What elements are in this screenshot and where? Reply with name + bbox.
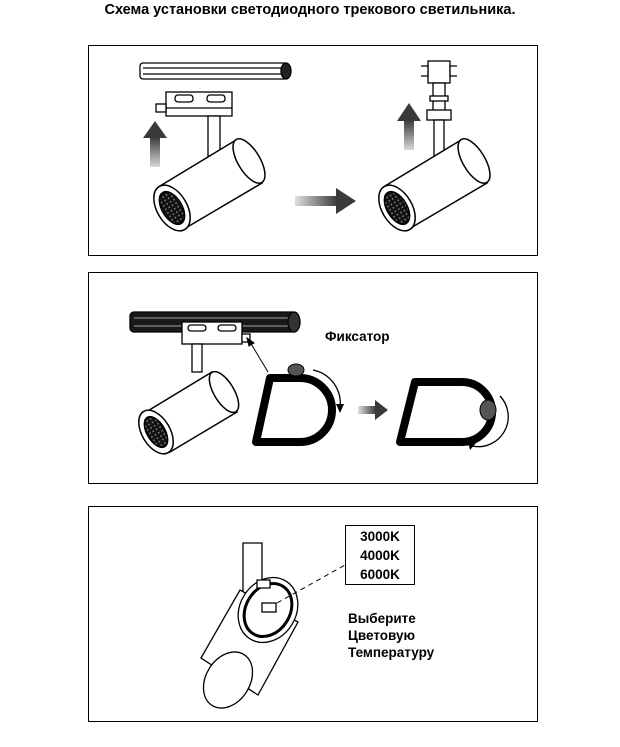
temperature-4000k: 4000K — [360, 548, 400, 563]
track-adapter-step1 — [155, 91, 233, 157]
track-adapter-step2 — [181, 321, 251, 373]
switch-callout-line — [276, 564, 346, 604]
spotlight-step1-installed — [378, 138, 491, 232]
track-adapter-rotated — [421, 60, 457, 157]
temperature-6000k: 6000K — [360, 567, 400, 582]
select-line-1: Выберите — [348, 611, 416, 626]
select-line-3: Температуру — [348, 645, 435, 660]
arrow-right-icon — [358, 400, 388, 420]
installation-panel-1 — [88, 45, 538, 256]
latch-open — [252, 363, 344, 446]
color-temperature-box: 3000K 4000K 6000K — [345, 525, 415, 585]
select-temperature-text: Выберите Цветовую Температуру — [348, 610, 434, 661]
spotlight-step2 — [138, 370, 240, 455]
arrow-to-latch — [246, 336, 269, 373]
arrow-up-icon — [397, 103, 421, 150]
select-line-2: Цветовую — [348, 628, 415, 643]
temperature-3000k: 3000K — [360, 529, 400, 544]
latch-closed — [396, 378, 509, 450]
arrow-right-icon — [295, 188, 356, 214]
arrow-up-icon — [143, 121, 167, 167]
spotlight-step1 — [153, 138, 266, 232]
page-title: Схема установки светодиодного трекового … — [104, 2, 516, 18]
track-rail-step1 — [139, 62, 292, 80]
installation-panel-3 — [88, 506, 538, 722]
color-temperature-switch — [261, 602, 277, 613]
installation-panel-2 — [88, 272, 538, 484]
spotlight-step3 — [200, 542, 299, 709]
latch-label: Фиксатор — [325, 329, 390, 344]
